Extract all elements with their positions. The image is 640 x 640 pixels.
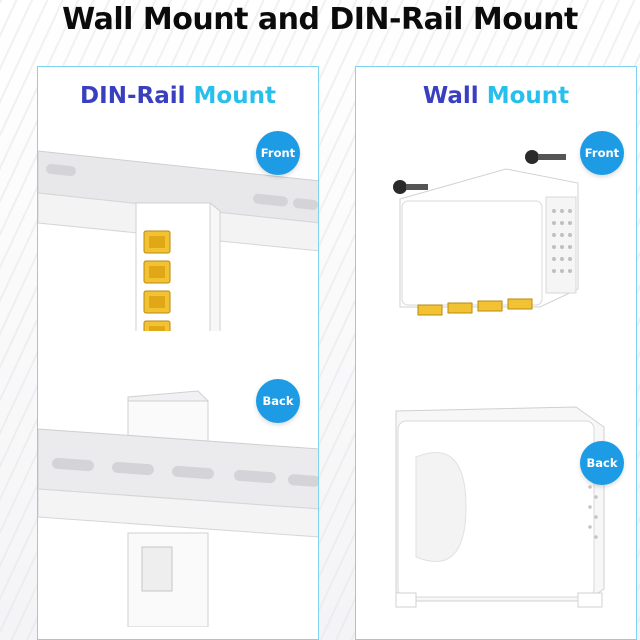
wall-mount-panel: Wall Mount	[355, 66, 637, 640]
wall-mount-title-word1: Wall	[422, 83, 479, 109]
din-rail-back-rail	[38, 428, 318, 538]
din-rail-front-badge: Front	[256, 131, 300, 175]
din-rail-back-badge: Back	[256, 379, 300, 423]
wall-mount-screw-left	[393, 180, 428, 194]
din-rail-title-word1: DIN-Rail	[80, 83, 186, 109]
wall-mount-front-illustration	[393, 150, 579, 316]
din-rail-title-word2: Mount	[193, 83, 276, 109]
wall-mount-title: Wall Mount	[356, 83, 636, 109]
ventilation-holes	[552, 209, 572, 273]
wall-mount-title-word2: Mount	[486, 83, 570, 109]
wall-mount-front-badge: Front	[580, 131, 624, 175]
page-title: Wall Mount and DIN-Rail Mount	[62, 2, 578, 37]
rj45-port-3	[143, 290, 171, 314]
din-rail-mount-title: DIN-Rail Mount	[38, 83, 318, 109]
din-rail-mount-panel: DIN-Rail Mount	[37, 66, 319, 640]
din-rail-clip	[127, 532, 209, 627]
switch-wall-front-unit	[399, 168, 579, 316]
rj45-port-1	[143, 230, 171, 254]
wall-mount-back-illustration	[395, 406, 605, 608]
rj45-port-4	[143, 320, 171, 331]
rj45-port-2	[143, 260, 171, 284]
wall-mount-screw-right	[525, 150, 566, 164]
din-rail-front-illustration	[38, 150, 318, 331]
switch-wall-back-unit	[395, 406, 605, 608]
wall-front-ports	[417, 298, 533, 316]
wall-mount-back-badge: Back	[580, 441, 624, 485]
din-rail-back-illustration	[38, 390, 318, 627]
switch-front-unit	[135, 202, 221, 331]
